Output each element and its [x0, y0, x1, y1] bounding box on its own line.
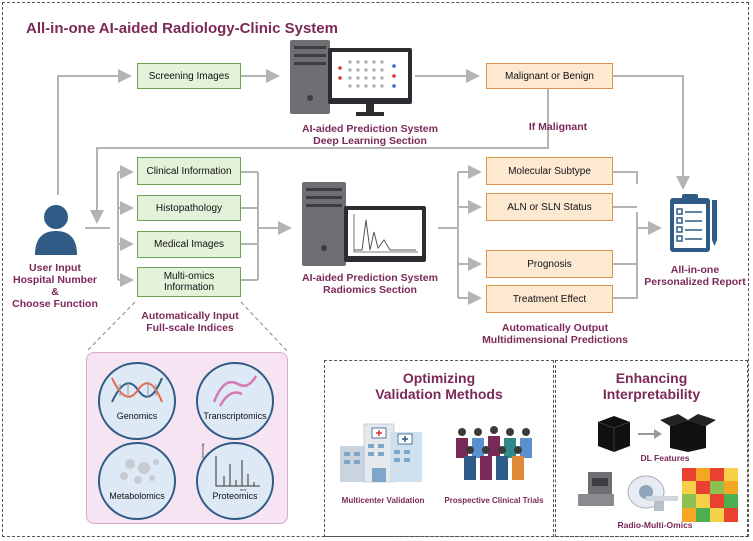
clinical-information-box: Clinical Information: [137, 157, 241, 185]
interpretability-title-line1: Enhancing: [615, 370, 688, 386]
radiomics-label: AI-aided Prediction System Radiomics Sec…: [290, 272, 450, 296]
report-line1: All-in-one: [670, 264, 720, 276]
user-label-line4: Choose Function: [12, 298, 98, 310]
auto-output-label: Automatically Output Multidimensional Pr…: [460, 322, 650, 346]
report-clipboard-icon: [670, 194, 717, 252]
mass-spectrum-icon: [215, 456, 260, 487]
deep-learning-computer-icon: [290, 40, 412, 116]
radiomics-line2: Radiomics Section: [323, 284, 417, 296]
user-label-line3: &: [51, 286, 59, 298]
transcriptomics-label: Transcriptomics: [203, 411, 267, 421]
radiomics-line1: AI-aided Prediction System: [302, 272, 438, 284]
radio-multi-omics-label: Radio-Multi-Omics: [617, 520, 693, 530]
validation-panel: [324, 360, 554, 537]
black-box-icon: [597, 414, 716, 452]
deep-learning-label: AI-aided Prediction System Deep Learning…: [290, 123, 450, 147]
dl-features-label: DL Features: [640, 453, 690, 463]
interpretability-title-line2: Interpretability: [602, 386, 701, 402]
auto-input-label: Automatically Input Full-scale Indices: [110, 310, 270, 334]
user-label-line1: User Input: [29, 262, 81, 274]
metabolite-dots-icon: [120, 459, 159, 484]
multiomics-box: Multi-omics Information: [137, 267, 241, 297]
deep-learning-line1: AI-aided Prediction System: [302, 123, 438, 135]
auto-output-line1: Automatically Output: [501, 322, 609, 334]
treatment-effect-box: Treatment Effect: [486, 285, 613, 313]
multicenter-label: Multicenter Validation: [341, 496, 425, 505]
malignant-benign-box: Malignant or Benign: [486, 63, 613, 89]
heatmap-icon: [682, 468, 738, 522]
medical-images-box: Medical Images: [137, 231, 241, 258]
radiomics-computer-icon: [302, 182, 426, 266]
proteomics-circle: [196, 442, 274, 520]
user-label-line2: Hospital Number: [12, 274, 97, 286]
molecular-subtype-box: Molecular Subtype: [486, 157, 613, 185]
rna-strand-icon: [212, 375, 258, 407]
proteomics-x-axis-label: m/z: [240, 487, 247, 492]
patient-group-icon: [456, 426, 532, 480]
transcriptomics-circle: [196, 362, 274, 440]
deep-learning-line2: Deep Learning Section: [313, 135, 427, 147]
multiomics-line2: Information: [163, 282, 215, 293]
metabolomics-label: Metabolomics: [109, 491, 165, 501]
dna-icon: [111, 377, 163, 403]
user-input-label: User Input Hospital Number & Choose Func…: [0, 262, 110, 310]
proteomics-label: Proteomics: [212, 491, 258, 501]
genomics-circle: [98, 362, 176, 440]
prospective-label: Prospective Clinical Trials: [444, 496, 544, 505]
prognosis-box: Prognosis: [486, 250, 613, 278]
report-label: All-in-one Personalized Report: [640, 264, 750, 288]
ct-scanner-icon: [627, 475, 678, 511]
hospital-buildings-icon: [340, 423, 422, 483]
auto-input-line2: Full-scale Indices: [146, 322, 234, 334]
report-line2: Personalized Report: [644, 276, 746, 288]
validation-title-line2: Validation Methods: [375, 386, 503, 402]
validation-title-line1: Optimizing: [402, 370, 476, 386]
screening-images-box: Screening Images: [137, 63, 241, 89]
interpretability-title: Enhancing Interpretability: [555, 370, 748, 402]
interpretability-panel: [555, 360, 748, 537]
aln-sln-status-box: ALN or SLN Status: [486, 193, 613, 221]
lab-device-icon: [578, 472, 614, 506]
auto-output-line2: Multidimensional Predictions: [482, 334, 628, 346]
genomics-label: Genomics: [116, 411, 158, 421]
user-icon: [35, 205, 77, 255]
histopathology-box: Histopathology: [137, 195, 241, 221]
page-title: All-in-one AI-aided Radiology-Clinic Sys…: [26, 20, 338, 37]
proteomics-y-axis-label: Intensity: [200, 443, 205, 458]
if-malignant-label: If Malignant: [528, 121, 588, 133]
validation-title: Optimizing Validation Methods: [324, 370, 554, 402]
auto-input-line1: Automatically Input: [141, 310, 239, 322]
multiomics-line1: Multi-omics: [163, 271, 215, 282]
